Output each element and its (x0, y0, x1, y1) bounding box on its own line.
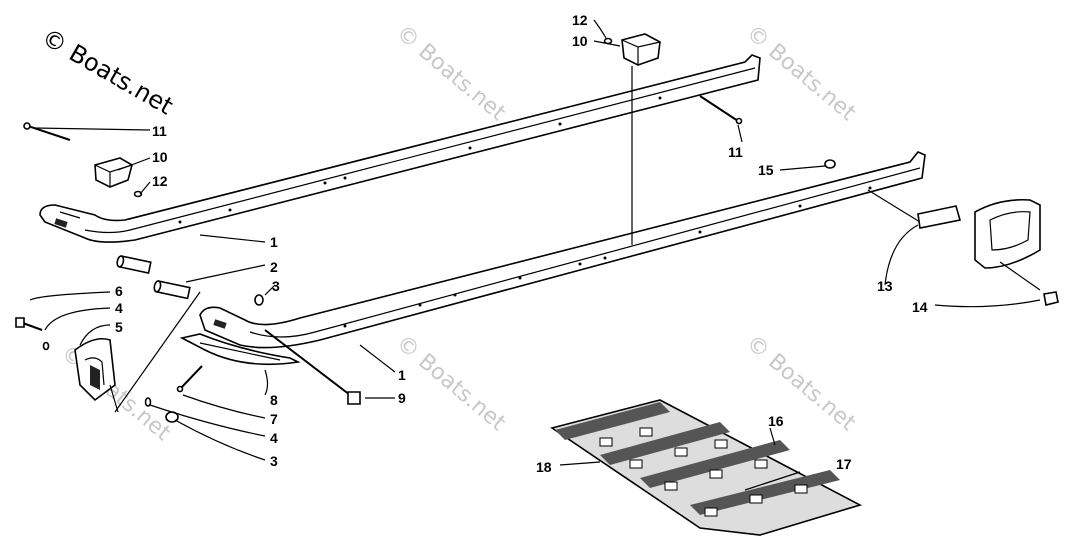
slide-rail-upper (39, 54, 761, 243)
callout-2: 2 (270, 259, 278, 275)
callout-16: 16 (768, 413, 784, 429)
callout-11-left: 11 (152, 123, 167, 139)
wear-strip (179, 333, 301, 366)
bumper-bracket-hardware (15, 291, 201, 423)
callout-11-right: 11 (728, 144, 743, 160)
watermark-faint-4: © Boats.net (741, 330, 860, 436)
callout-17: 17 (836, 456, 852, 472)
rail-cap (824, 159, 836, 169)
callout-4-upper: 4 (115, 300, 123, 316)
slide-rail-lower (199, 151, 926, 349)
watermark-faint-3: © Boats.net (391, 330, 510, 436)
rear-plate-hardware (867, 189, 1059, 306)
callout-9: 9 (398, 390, 406, 406)
callout-labels: 12 10 11 15 11 10 12 1 2 6 3 4 5 1 8 9 7… (115, 12, 928, 475)
callout-1-lower: 1 (398, 367, 406, 383)
rail-upper-holes (178, 96, 662, 224)
spacer-tubes (116, 255, 191, 300)
callout-3-upper: 3 (272, 278, 280, 294)
callout-5: 5 (115, 319, 123, 335)
callout-13: 13 (877, 278, 893, 294)
callout-6: 6 (115, 283, 123, 299)
top-block-hardware (603, 33, 743, 245)
callout-12-left: 12 (152, 173, 168, 189)
nut-upper (254, 294, 264, 306)
callout-10-top: 10 (572, 33, 588, 49)
rail-lower-holes (343, 186, 872, 328)
callout-10-left: 10 (152, 149, 168, 165)
callout-12-top: 12 (572, 12, 588, 28)
callout-4-lower: 4 (270, 430, 278, 446)
watermark-faint-1: © Boats.net (391, 20, 510, 126)
watermark-main: © Boats.net (37, 23, 178, 120)
callout-8: 8 (270, 392, 278, 408)
watermark-faint-5: © Boats.net (56, 340, 175, 446)
callout-18: 18 (536, 459, 552, 475)
callout-15: 15 (758, 162, 774, 178)
callout-1-upper: 1 (270, 234, 278, 250)
callout-7: 7 (270, 411, 278, 427)
leader-lines (29, 19, 1041, 491)
track-section (550, 399, 863, 536)
upper-left-hardware (23, 122, 143, 198)
callout-3-lower: 3 (270, 453, 278, 469)
front-bolts (176, 329, 361, 405)
callout-14: 14 (912, 299, 928, 315)
